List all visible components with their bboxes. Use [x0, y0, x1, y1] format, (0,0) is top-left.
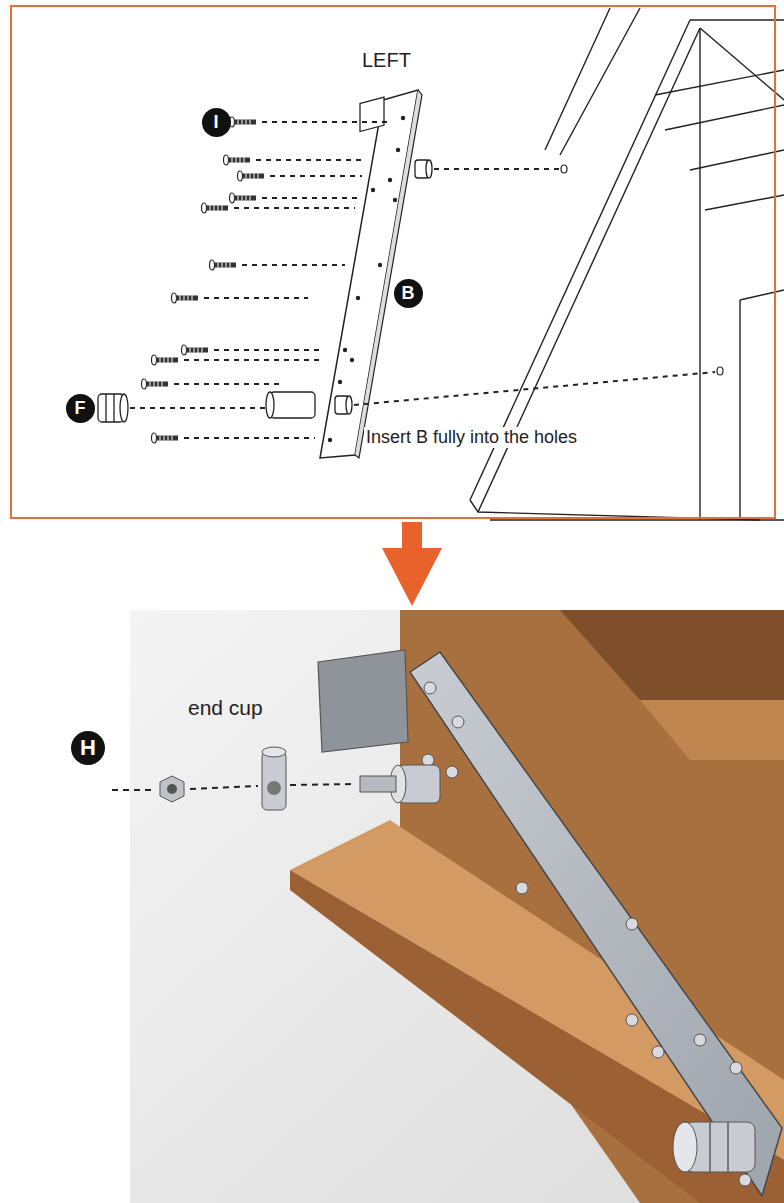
callout-circle: F	[66, 394, 95, 423]
step-panel: LEFT Insert B fully into the holes I B F	[10, 5, 776, 519]
callout-circle: I	[202, 108, 231, 137]
callout-letter: H	[80, 735, 96, 761]
callout-letter: I	[213, 112, 218, 133]
instruction-note: Insert B fully into the holes	[364, 427, 579, 448]
side-label: LEFT	[362, 49, 411, 72]
callout-circle: B	[394, 279, 423, 308]
callout-letter: F	[75, 398, 86, 419]
part-label: end cup	[188, 696, 263, 720]
callout-letter: B	[402, 283, 415, 304]
callout-circle: H	[71, 731, 105, 765]
